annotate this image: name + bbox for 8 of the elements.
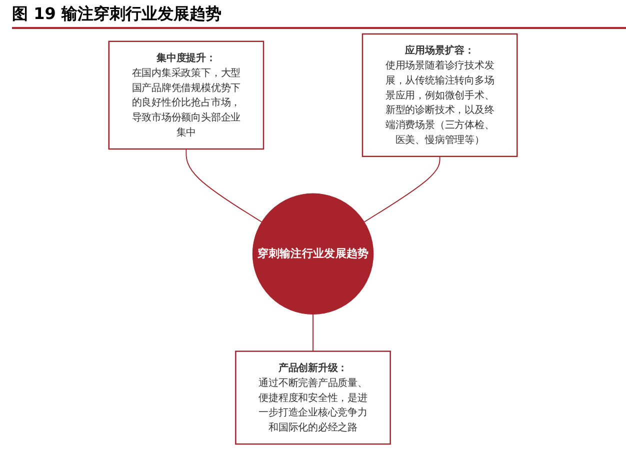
node-box: 产品创新升级： 通过不断完善产品质量、便捷程度和安全性，是进一步打造企业核心竞争力和国际化的必经之路	[235, 350, 391, 445]
connector	[186, 148, 262, 222]
node-box: 应用场景扩容： 使用场景随着诊疗技术发展，从传统输注转向多场景应用，例如微创手术、新型的诊断技术，以及终端消费场景（三方体检、医美、慢病管理等）	[362, 33, 518, 158]
connector	[364, 156, 440, 222]
connector	[312, 314, 314, 352]
figure-title: 图 19 输注穿刺行业发展趋势	[12, 4, 626, 29]
node-box: 集中度提升： 在国内集采政策下，大型国产品牌凭借规模优势下的良好性价比抢占市场，导致市场份额向头部企业集中	[108, 40, 264, 150]
node-circle: 穿刺输注行业发展趋势	[252, 193, 374, 314]
